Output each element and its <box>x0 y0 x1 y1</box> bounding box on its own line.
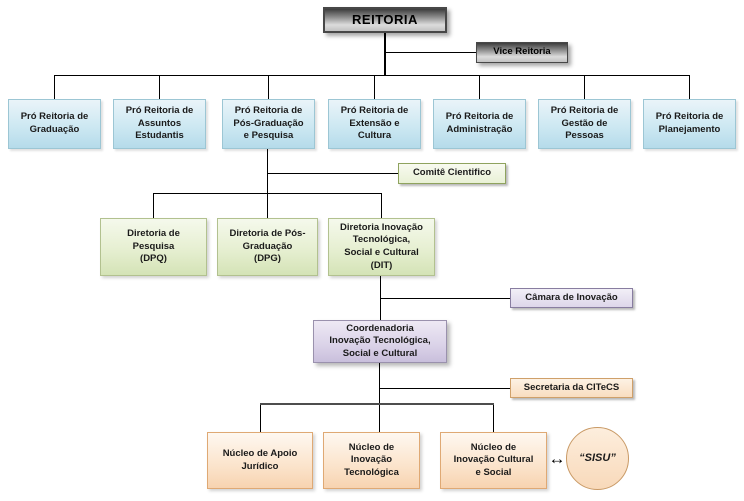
node-label: Vice Reitoria <box>493 46 551 58</box>
double-arrow-icon: ↔ <box>548 448 566 468</box>
node-nucleo-apoio-juridico: Núcleo de Apoio Jurídico <box>207 432 313 489</box>
node-pro-reitoria-pos-graduacao-pesquisa: Pró Reitoria de Pós-Graduação e Pesquisa <box>222 99 315 149</box>
node-label: Câmara de Inovação <box>525 291 618 303</box>
node-camara-inovacao: Câmara de Inovação <box>510 288 633 308</box>
connector-secretaria-branch <box>379 388 510 389</box>
node-label: Pró Reitoria de Graduação <box>20 111 89 135</box>
node-secretaria-citecs: Secretaria da CITeCS <box>510 378 633 398</box>
connector-bus-nucleos <box>260 403 494 405</box>
node-vice-reitoria: Vice Reitoria <box>476 42 568 63</box>
node-diretoria-pos-graduacao: Diretoria de Pós- Graduação (DPG) <box>217 218 318 276</box>
node-diretoria-pesquisa: Diretoria de Pesquisa (DPQ) <box>100 218 207 276</box>
connector-drop-nucleo-3 <box>493 405 494 432</box>
node-coordenadoria-inovacao: Coordenadoria Inovação Tecnológica, Soci… <box>313 320 447 363</box>
node-label: Núcleo de Apoio Jurídico <box>222 447 298 472</box>
node-diretoria-inovacao: Diretoria Inovação Tecnológica, Social e… <box>328 218 435 276</box>
node-label: Pró Reitoria de Extensão e Cultura <box>340 105 409 142</box>
node-nucleo-inovacao-tecnologica: Núcleo de Inovação Tecnológica <box>323 432 420 489</box>
connector-drop-pro-3 <box>268 75 269 99</box>
connector-drop-pro-4 <box>374 75 375 99</box>
connector-vice-branch <box>385 52 476 53</box>
node-label: Pró Reitoria de Administração <box>445 111 514 135</box>
connector-drop-nucleo-2 <box>379 405 380 432</box>
connector-drop-pro-1 <box>54 75 55 99</box>
node-pro-reitoria-planejamento: Pró Reitoria de Planejamento <box>643 99 736 149</box>
node-label: Diretoria Inovação Tecnológica, Social e… <box>340 221 423 271</box>
node-sisu: “SISU” <box>566 427 629 490</box>
node-pro-reitoria-gestao-pessoas: Pró Reitoria de Gestão de Pessoas <box>538 99 631 149</box>
node-pro-reitoria-graduacao: Pró Reitoria de Graduação <box>8 99 101 149</box>
connector-root-vertical <box>384 33 386 75</box>
connector-drop-pro-7 <box>689 75 690 99</box>
connector-drop-dpq <box>153 193 154 218</box>
node-pro-reitoria-administracao: Pró Reitoria de Administração <box>433 99 526 149</box>
node-pro-reitoria-assuntos-estudantis: Pró Reitoria de Assuntos Estudantis <box>113 99 206 149</box>
node-nucleo-inovacao-cultural-social: Núcleo de Inovação Cultural e Social <box>440 432 547 489</box>
node-label: Pró Reitoria de Gestão de Pessoas <box>550 105 619 142</box>
node-label: Comitê Cientifico <box>412 167 492 179</box>
connector-camara-branch <box>380 298 510 299</box>
node-label: Núcleo de Inovação Cultural e Social <box>453 441 534 478</box>
connector-coordenadoria-vertical <box>379 363 380 404</box>
connector-drop-pro-2 <box>159 75 160 99</box>
node-label: Diretoria de Pesquisa (DPQ) <box>127 228 180 265</box>
node-label: Coordenadoria Inovação Tecnológica, Soci… <box>329 322 431 359</box>
node-comite-cientifico: Comitê Cientifico <box>398 163 506 184</box>
node-label: Diretoria de Pós- Graduação (DPG) <box>229 228 306 265</box>
connector-drop-dit <box>381 193 382 218</box>
node-label: “SISU” <box>579 452 616 465</box>
connector-drop-dpg <box>267 193 268 218</box>
connector-drop-pro-6 <box>584 75 585 99</box>
connector-drop-pro-5 <box>479 75 480 99</box>
node-label: Núcleo de Inovação Tecnológica <box>344 441 399 478</box>
connector-bus-pro-reitorias <box>54 75 690 76</box>
connector-drop-nucleo-1 <box>260 405 261 432</box>
connector-pro3-vertical <box>267 149 268 193</box>
node-pro-reitoria-extensao-cultura: Pró Reitoria de Extensão e Cultura <box>328 99 421 149</box>
node-reitoria: REITORIA <box>323 7 447 33</box>
node-label: Pró Reitoria de Pós-Graduação e Pesquisa <box>233 105 304 142</box>
node-label: Pró Reitoria de Assuntos Estudantis <box>125 105 194 142</box>
node-label: Pró Reitoria de Planejamento <box>655 111 724 135</box>
node-label: REITORIA <box>352 12 418 28</box>
connector-comite-branch <box>267 173 398 174</box>
node-label: Secretaria da CITeCS <box>523 381 620 393</box>
